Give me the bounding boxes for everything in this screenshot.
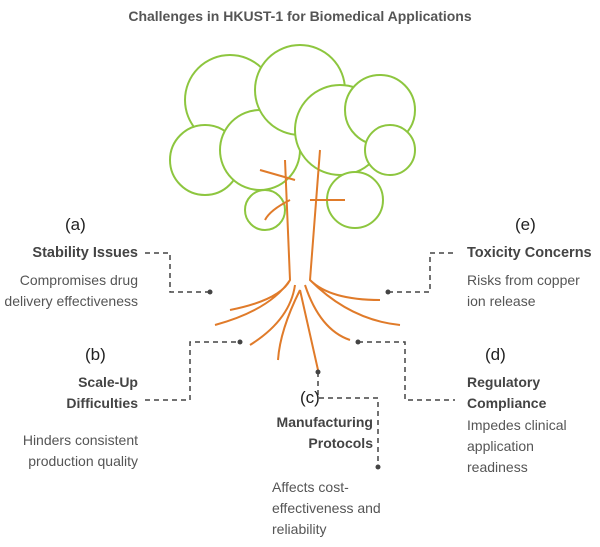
diagram-title: Challenges in HKUST-1 for Biomedical App…: [128, 8, 472, 24]
desc-e: Risks from copper ion release: [467, 272, 580, 309]
tree-foliage: [169, 44, 416, 231]
label-b: (b): [85, 345, 106, 364]
label-e: (e): [515, 215, 536, 234]
heading-c: Manufacturing Protocols: [276, 414, 373, 451]
desc-d: Impedes clinical application readiness: [467, 417, 567, 475]
heading-e: Toxicity Concerns: [467, 245, 592, 261]
desc-c: Affects cost-effectiveness and reliabili…: [272, 479, 381, 537]
tree-trunk-roots: [214, 149, 401, 371]
label-c: (c): [300, 388, 320, 407]
connector-lines: [145, 252, 455, 467]
heading-a: Stability Issues: [32, 245, 138, 261]
label-d: (d): [485, 345, 506, 364]
heading-b: Scale-Up Difficulties: [66, 374, 138, 411]
heading-d: Regulatory Compliance: [467, 374, 547, 411]
desc-b: Hinders consistent production quality: [22, 432, 138, 469]
desc-a: Compromises drug delivery effectiveness: [4, 272, 138, 309]
label-a: (a): [65, 215, 86, 234]
